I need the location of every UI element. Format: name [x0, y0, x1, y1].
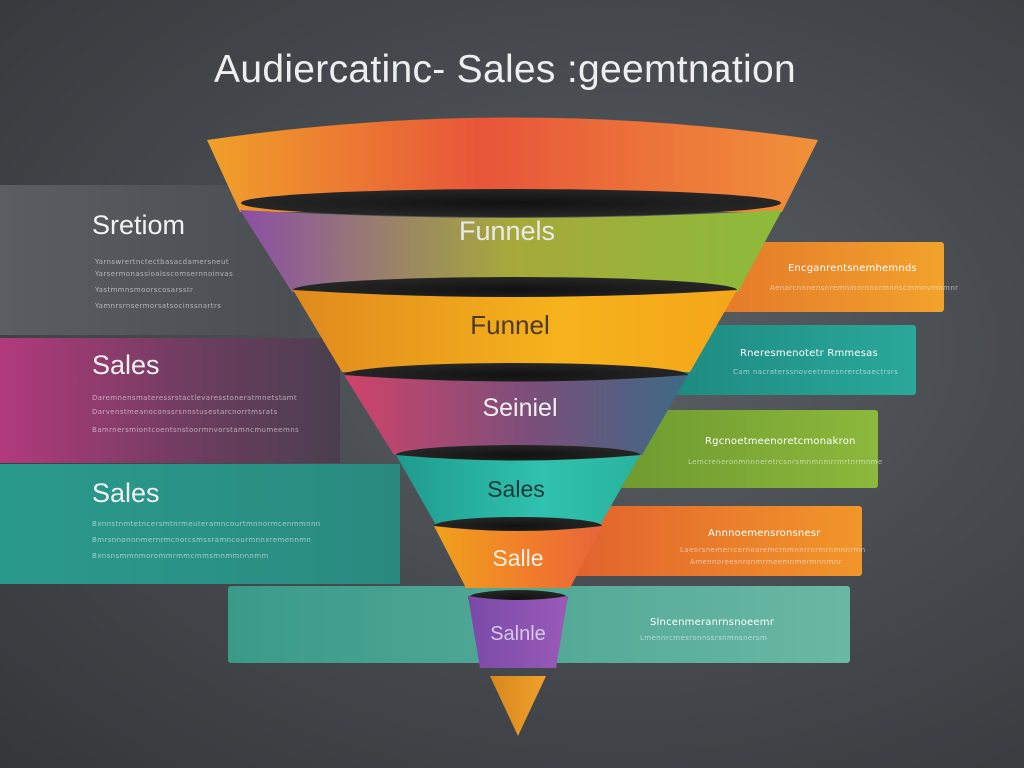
funnel-opening-1	[241, 189, 781, 217]
funnel-band-1	[240, 210, 782, 292]
right-panel-4-line: Amennoreesnronmrmeemnmermnnmnr	[690, 558, 842, 566]
left-panel-2-heading: Sales	[92, 350, 160, 380]
bottom-panel-line: Lmennrcmesronnssrsnmnsnersm	[640, 634, 768, 642]
left-panel-2-line: Daremnensmateressrstactlevaresstoneratmn…	[92, 394, 298, 402]
left-panel-1-heading: Sretiom	[92, 210, 186, 240]
right-panel-3-heading: Rgcnoetmeenoretcmonakron	[705, 436, 856, 447]
right-panel-4-heading: Annnoemensronsnesr	[708, 528, 821, 539]
left-panel-3-line: Bxnnstnmtetncersmtnrmeuteramncourtmnnorm…	[92, 520, 321, 528]
right-panel-4	[560, 506, 862, 576]
bottom-panel-heading: Slncenmeranrnsnoeemr	[650, 617, 775, 628]
funnel-band-3	[344, 375, 688, 455]
right-panel-1-line: Aenarcnnnensnremnmornnormnnscmmnvmnmnr	[770, 284, 959, 292]
funnel-band-5	[434, 526, 602, 588]
funnel-band-2	[293, 290, 737, 372]
right-panel-3	[620, 410, 878, 488]
left-panel-3-heading: Sales	[92, 478, 160, 508]
left-panel-1-line: Yamnrsrnsermorsatsocinssnartrs	[95, 302, 222, 310]
left-panel-3-line: Bxnsnsmmnmorommrmmcmmsmnmmnnnmm	[92, 552, 269, 560]
left-panel-2-line: Bamrnersmiontcoentsnstoormnvorstamncmume…	[92, 426, 300, 434]
right-panel-3-line: Lemcreneronmnnneretrcsnrsmnmnmrrmrtnrmnm…	[688, 458, 883, 466]
left-panel-2	[0, 338, 340, 463]
right-panel-2-line: Cam nacraterssnoveetrmesnrerctsaectrsrs	[733, 368, 899, 376]
funnel-band-4	[396, 455, 640, 525]
funnel-band-6	[468, 596, 568, 668]
funnel-stage-label-1: Funnels	[459, 216, 555, 246]
left-panel-1-line: Yarsermonassioalsscomsernnoinvas	[95, 270, 234, 278]
funnel-stage-label-6: Salnle	[490, 623, 546, 645]
left-panel-3	[0, 464, 400, 584]
funnel-stage-label-4: Sales	[487, 476, 545, 502]
left-panel-1-line: Yarnswrertnctectbasacdamersneut	[95, 258, 229, 266]
left-panel-3-line: Bmrsnnonnnmernrmcnorcsmssramncourmnnxrem…	[92, 536, 312, 544]
left-panel-1-line: Yastmmnsmoorscosarsstr	[95, 286, 194, 294]
funnel-stage-label-5: Salle	[492, 545, 543, 571]
left-panel-2-line: Darvenstmeanoconssrsnnstusestarcnorrtmsr…	[92, 408, 278, 416]
right-panel-1-heading: Encganrentsnemhemnds	[788, 263, 917, 274]
right-panel-2	[670, 325, 916, 395]
right-panel-1	[720, 242, 944, 312]
page-title: Audiercatinc- Sales :geemtnation	[214, 48, 796, 91]
funnel-top-band	[207, 117, 818, 212]
right-panel-2-heading: Rneresmenotetr Rmmesas	[740, 348, 878, 359]
right-panel-4-line: Laeorsnemerrcernoaremcrnmnnrrnrmrnmnnrmn	[680, 546, 866, 554]
funnel-stage-label-2: Funnel	[470, 310, 550, 340]
funnel-stage-label-3: Seiniel	[482, 394, 557, 422]
funnel-tip	[490, 676, 546, 736]
